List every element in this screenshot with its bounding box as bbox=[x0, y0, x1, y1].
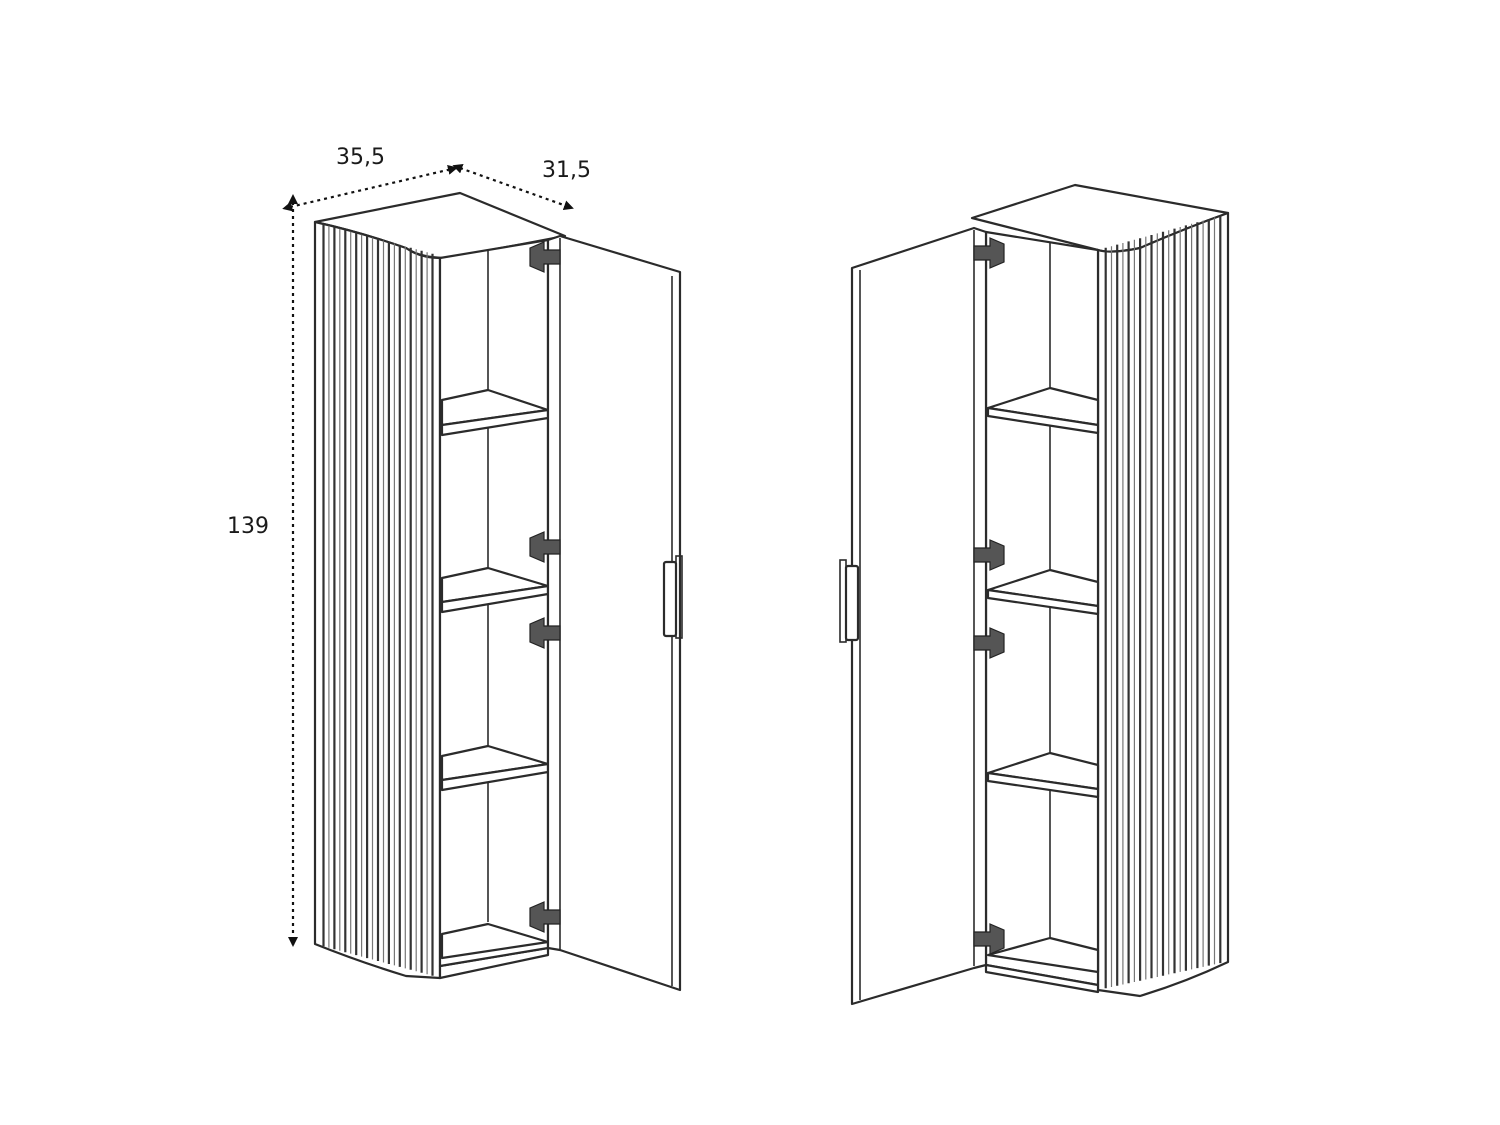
hinge-icon bbox=[973, 237, 1005, 269]
flute-lines bbox=[322, 224, 434, 976]
hinge-icon bbox=[529, 901, 561, 933]
hinge-icon bbox=[529, 617, 561, 649]
cabinet-bottom-panel bbox=[984, 963, 1100, 994]
dimension-lines: 35,5 31,5 139 bbox=[227, 145, 591, 947]
door-hinges bbox=[973, 237, 1005, 955]
cabinet-left-view bbox=[313, 191, 683, 992]
door-handle bbox=[662, 560, 678, 638]
hinge-icon bbox=[973, 539, 1005, 571]
cabinet-door bbox=[850, 226, 988, 1006]
shelf bbox=[986, 588, 1100, 616]
depth-dimension-line bbox=[452, 163, 574, 211]
width-dimension-line bbox=[282, 164, 458, 212]
door-handle bbox=[839, 559, 847, 643]
door-handle bbox=[675, 555, 683, 639]
door-hinges bbox=[529, 241, 561, 933]
cabinet-door bbox=[546, 234, 682, 992]
flute-lines bbox=[1104, 215, 1222, 989]
hinge-icon bbox=[973, 923, 1005, 955]
width-dimension-label: 35,5 bbox=[336, 145, 385, 170]
shelf bbox=[986, 406, 1100, 435]
shelf bbox=[986, 771, 1100, 799]
shelves bbox=[986, 386, 1100, 974]
shelf bbox=[986, 936, 1100, 974]
shelves bbox=[440, 388, 550, 960]
hinge-icon bbox=[529, 531, 561, 563]
depth-dimension-label: 31,5 bbox=[542, 158, 591, 183]
hinge-icon bbox=[529, 241, 561, 273]
cabinet-right-view bbox=[839, 183, 1230, 1006]
hinge-icon bbox=[973, 627, 1005, 659]
door-handle bbox=[844, 564, 860, 642]
height-dimension-label: 139 bbox=[227, 514, 269, 539]
